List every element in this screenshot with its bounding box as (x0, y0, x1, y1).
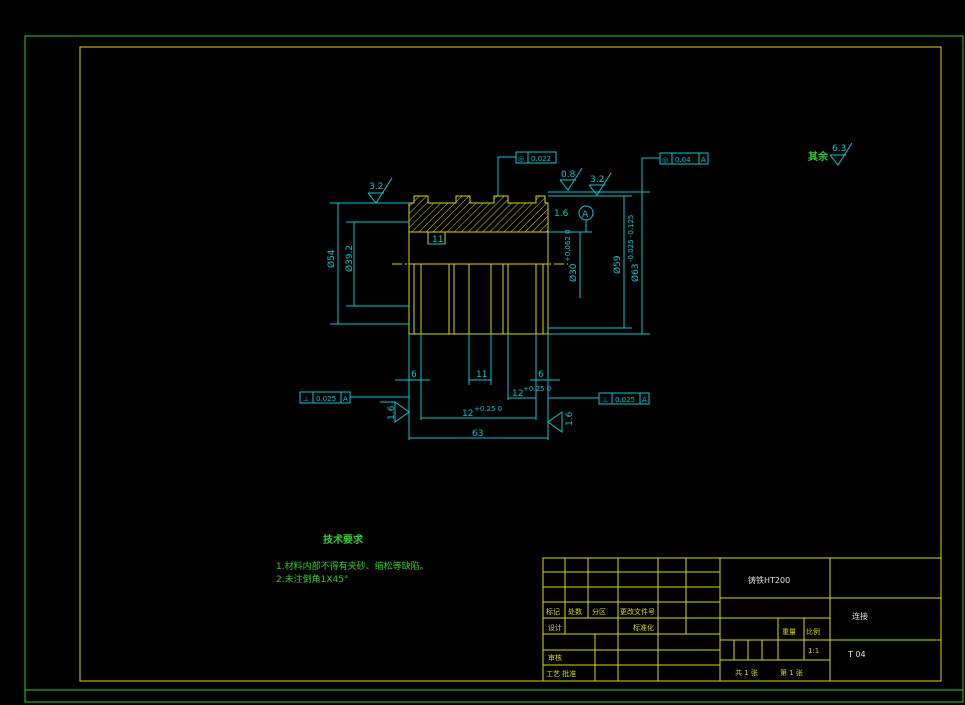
dim-12a-tol: +0.25 0 (474, 405, 502, 413)
tol-tr-symbol: ◎ (662, 156, 668, 164)
tb-material: 铸铁HT200 (748, 575, 790, 585)
tolerance-frame-top-right (641, 152, 709, 192)
tolerance-frame-side-left (299, 391, 409, 404)
tol-tr-datum: A (701, 156, 706, 164)
tolerance-frame-top-left (497, 151, 557, 196)
groove-2 (468, 263, 492, 335)
roughness-bore: 1.6 (554, 209, 569, 219)
dim-d39-2: Ø39.2 (344, 245, 355, 272)
tb-review: 审核 (548, 653, 562, 662)
roughness-left-side: 1.6 (387, 405, 397, 420)
roughness-top-mid-2: 3.2 (590, 175, 604, 185)
tech-req-item-1: 1.材料内部不得有夹砂、缩松等缺陷。 (276, 560, 429, 572)
dim-6-left: 6 (411, 370, 417, 380)
dim-12b: 12 (512, 389, 523, 399)
tol-sr-value: 0.025 (615, 396, 635, 404)
dim-11-top: 11 (432, 235, 443, 245)
groove-3 (507, 263, 537, 335)
part-section-view (392, 195, 568, 335)
datum-label: A (582, 210, 589, 220)
dim-d54: Ø54 (326, 249, 337, 268)
tb-count: 处数 (568, 607, 582, 616)
groove-1 (420, 263, 450, 335)
tech-req-item-2: 2.未注倒角1X45° (276, 573, 348, 585)
hatched-wall (408, 195, 549, 233)
tb-part-name: 连接 (852, 611, 868, 621)
roughness-left-top: 3.2 (369, 182, 383, 192)
tol-sl-symbol: ⊥ (303, 395, 309, 403)
roughness-symbols (367, 142, 853, 433)
roughness-top-mid-1: 0.8 (561, 170, 576, 180)
tolerance-frame-side-right (548, 392, 650, 405)
tech-req-title: 技术要求 (323, 533, 364, 546)
dim-12b-tol: +0.25 0 (523, 385, 551, 393)
tol-tl-value: 0.022 (531, 155, 551, 163)
dim-d63: Ø63 (630, 263, 641, 282)
dim-d59: Ø59 (612, 255, 623, 274)
tb-scale-value: 1:1 (808, 647, 819, 655)
tb-design: 设计 (548, 623, 562, 632)
tol-tr-value: 0.04 (675, 156, 691, 164)
tol-sr-datum: A (642, 396, 647, 404)
tb-drawing-no: T 04 (847, 650, 866, 659)
tb-mark: 标记 (546, 607, 560, 616)
inner-frame (79, 46, 942, 682)
title-block (542, 557, 942, 682)
tol-tl-symbol: ◎ (518, 155, 524, 163)
tb-zone: 分区 (592, 607, 606, 616)
tol-sl-value: 0.025 (316, 395, 336, 403)
tol-sr-symbol: ⊥ (602, 396, 608, 404)
tb-process: 工艺 批准 (546, 669, 576, 678)
dim-d30-tol: +0.062 0 (564, 229, 572, 262)
dim-total: 63 (472, 429, 483, 439)
dim-12a: 12 (462, 409, 473, 419)
tb-change-doc: 更改文件号 (620, 607, 655, 616)
tb-scale-label: 比例 (806, 627, 820, 636)
roughness-right-side: 1.6 (565, 411, 575, 426)
dim-11-mid: 11 (476, 370, 487, 380)
tb-weight-label: 重量 (782, 628, 796, 636)
dim-6-right: 6 (538, 370, 544, 380)
outer-frame (24, 35, 964, 703)
body-outline (408, 232, 549, 335)
tol-sl-datum: A (343, 395, 348, 403)
dim-d30: Ø30 (568, 263, 579, 282)
dim-d63-tol: -0.025 -0.125 (627, 215, 635, 262)
tb-standardize: 标准化 (633, 623, 654, 632)
roughness-others-label: 其余 (808, 150, 829, 163)
roughness-others-value: 6.3 (832, 144, 846, 154)
tb-sheets-total: 共 1 张 (735, 668, 758, 677)
tb-sheet-no: 第 1 张 (780, 668, 803, 677)
